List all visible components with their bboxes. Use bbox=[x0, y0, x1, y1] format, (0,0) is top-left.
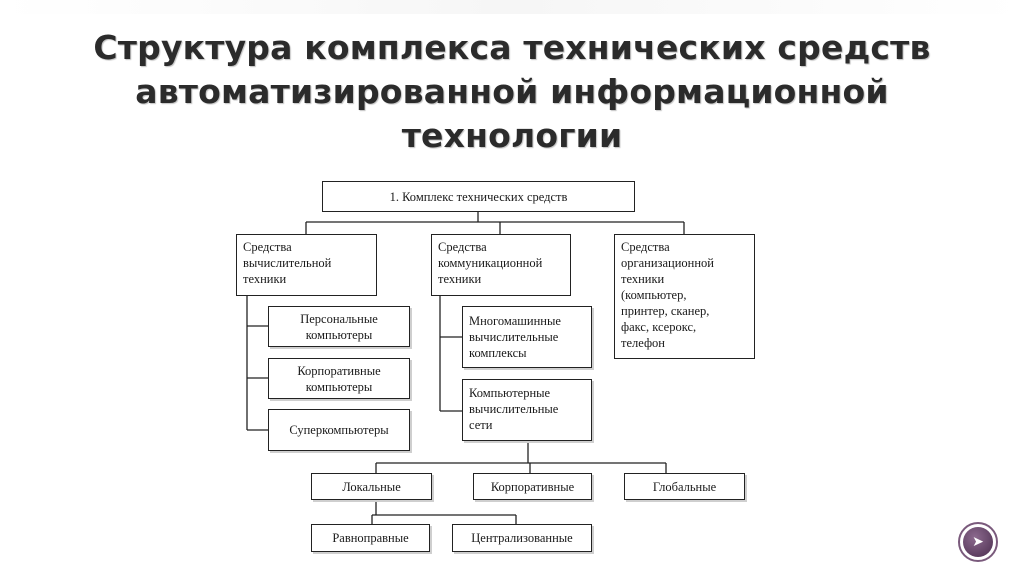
communication-label-line: Средства bbox=[438, 240, 487, 254]
computing-label-line: техники bbox=[243, 272, 287, 286]
personal-computers-line: компьютеры bbox=[305, 327, 373, 342]
computer-networks-line: Компьютерные bbox=[469, 386, 551, 400]
communication-label-line: техники bbox=[438, 272, 482, 286]
computer-networks-box: Компьютерные вычислительные сети bbox=[462, 379, 592, 441]
corporate-computers-line: компьютеры bbox=[305, 379, 373, 394]
organizational-box: Средства организационной техники (компью… bbox=[614, 234, 755, 359]
global-networks-box: Глобальные bbox=[624, 473, 745, 500]
root-label: 1. Комплекс технических средств bbox=[389, 189, 568, 204]
top-decoration bbox=[0, 0, 1024, 14]
centralized-box: Централизованные bbox=[452, 524, 592, 552]
global-networks-label: Глобальные bbox=[652, 479, 717, 494]
local-networks-label: Локальные bbox=[342, 479, 401, 494]
computer-networks-line: вычислительные bbox=[469, 402, 559, 416]
corporate-computers-line: Корпоративные bbox=[297, 363, 381, 378]
communication-box: Средства коммуникационной техники bbox=[431, 234, 571, 296]
computing-label-line: вычислительной bbox=[243, 256, 332, 270]
organizational-label-line: телефон bbox=[621, 336, 665, 350]
organizational-label-line: организационной bbox=[621, 256, 714, 270]
multimachine-line: комплексы bbox=[469, 346, 527, 360]
title-line-2: автоматизированной информационной bbox=[135, 72, 889, 111]
title-line-1: Структура комплекса технических средств bbox=[93, 28, 931, 67]
organizational-label-line: факс, ксерокс, bbox=[621, 320, 697, 334]
multimachine-line: Многомашинные bbox=[469, 314, 561, 328]
centralized-label: Централизованные bbox=[471, 531, 573, 545]
title-line-3: технологии bbox=[401, 116, 623, 155]
organizational-label-line: Средства bbox=[621, 240, 670, 254]
peer-to-peer-box: Равноправные bbox=[311, 524, 430, 552]
personal-computers-box: Персональные компьютеры bbox=[268, 306, 410, 347]
organizational-label-line: техники bbox=[621, 272, 665, 286]
computing-label-line: Средства bbox=[243, 240, 292, 254]
personal-computers-line: Персональные bbox=[300, 311, 378, 326]
organizational-label-line: принтер, сканер, bbox=[621, 304, 710, 318]
peer-to-peer-label: Равноправные bbox=[332, 531, 409, 545]
computing-box: Средства вычислительной техники bbox=[236, 234, 377, 296]
corporate-computers-box: Корпоративные компьютеры bbox=[268, 358, 410, 399]
supercomputers-label: Суперкомпьютеры bbox=[289, 423, 389, 437]
computer-networks-line: сети bbox=[469, 418, 493, 432]
local-networks-box: Локальные bbox=[311, 473, 432, 500]
root-box: 1. Комплекс технических средств bbox=[322, 181, 635, 212]
multimachine-box: Многомашинные вычислительные комплексы bbox=[462, 306, 592, 368]
corporate-networks-box: Корпоративные bbox=[473, 473, 592, 500]
supercomputers-box: Суперкомпьютеры bbox=[268, 409, 410, 451]
organizational-label-line: (компьютер, bbox=[621, 288, 687, 302]
slide-title: Структура комплекса технических средств … bbox=[40, 26, 984, 158]
arrow-right-icon: ➤ bbox=[963, 527, 993, 557]
next-slide-button[interactable]: ➤ bbox=[958, 522, 998, 562]
multimachine-line: вычислительные bbox=[469, 330, 559, 344]
corporate-networks-label: Корпоративные bbox=[490, 479, 575, 494]
communication-label-line: коммуникационной bbox=[438, 256, 543, 270]
